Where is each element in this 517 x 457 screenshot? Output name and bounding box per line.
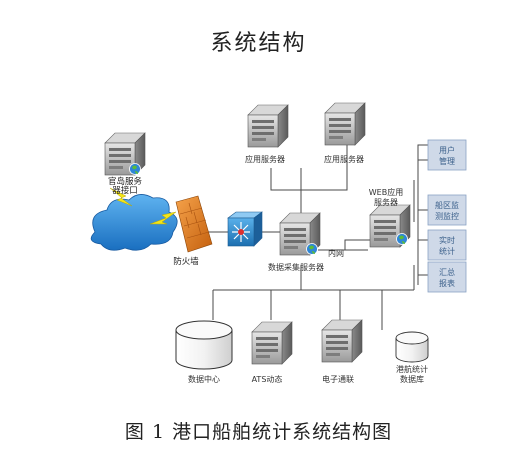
gov-server-label-line1: 官岛服务 — [108, 176, 143, 187]
stat-database-icon — [395, 331, 429, 363]
function-panels: 用户 管理 船区监 测监控 实时 统计 汇总 报表 — [427, 139, 467, 293]
panel-monitoring: 船区监 测监控 — [427, 194, 467, 226]
web-app-server-label-line1: WEB应用 — [369, 187, 403, 197]
app-server-2-icon — [324, 102, 366, 146]
intranet-label: 内网 — [328, 248, 344, 258]
figure-caption: 图 1 港口船舶统计系统结构图 — [124, 421, 393, 443]
web-app-server-icon — [369, 204, 411, 248]
internet-cloud-icon — [90, 194, 178, 251]
gov-server-label-line2: 器接口 — [112, 185, 138, 196]
panel-realtime-stats: 实时 统计 — [427, 229, 467, 261]
firewall-icon — [175, 195, 213, 253]
connection-lines — [205, 135, 428, 330]
edi-label: 电子通联 — [322, 374, 354, 384]
data-collection-server-label: 数据采集服务器 — [268, 262, 324, 272]
panel-realtime-stats-line1: 实时 — [439, 235, 455, 245]
app-server-1-label: 应用服务器 — [245, 154, 285, 164]
edi-server-icon — [321, 319, 363, 363]
panel-monitoring-line1: 船区监 — [435, 200, 459, 210]
lightning-bolt-icon — [109, 187, 177, 225]
panel-user-management-line2: 管理 — [439, 156, 455, 166]
ats-server-icon — [251, 321, 293, 365]
network-switch-icon — [227, 211, 263, 247]
panel-monitoring-line2: 测监控 — [435, 211, 459, 221]
stat-database-label-line1: 港航统计 — [396, 364, 428, 374]
panel-summary-report-line1: 汇总 — [439, 267, 455, 277]
gov-server-icon — [104, 132, 146, 176]
web-app-server-label-line2: 服务器 — [374, 197, 398, 207]
stat-database-label-line2: 数据库 — [400, 374, 424, 384]
panel-realtime-stats-line2: 统计 — [439, 246, 455, 256]
data-center-database-icon — [175, 320, 233, 370]
panel-user-management-line1: 用户 — [439, 145, 455, 155]
panel-user-management: 用户 管理 — [427, 139, 467, 171]
ats-label: ATS动态 — [252, 374, 283, 384]
page-title: 系统结构 — [210, 31, 307, 56]
data-center-label: 数据中心 — [188, 374, 220, 384]
data-collection-server-icon — [279, 212, 321, 256]
app-server-2-label: 应用服务器 — [324, 154, 364, 164]
app-server-1-icon — [247, 104, 289, 148]
panel-summary-report-line2: 报表 — [439, 278, 455, 288]
panel-summary-report: 汇总 报表 — [427, 261, 467, 293]
firewall-label: 防火墙 — [173, 256, 199, 267]
